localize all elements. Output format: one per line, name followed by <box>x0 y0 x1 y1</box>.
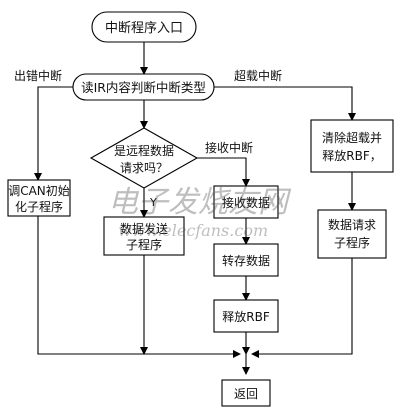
node-store-data-label: 转存数据 <box>222 253 270 268</box>
node-return <box>221 379 271 407</box>
node-receive-data <box>213 185 279 219</box>
node-receive-data-label: 接收数据 <box>222 195 270 210</box>
edge-read-to-clear-overload <box>214 86 356 121</box>
node-start-label: 中断程序入口 <box>105 21 183 36</box>
edge-decision-to-receive <box>197 157 250 187</box>
node-is-remote-line1: 是远程数据 <box>114 143 174 158</box>
node-read-ir <box>72 73 215 101</box>
node-release-rbf <box>213 299 279 333</box>
node-release-rbf-label: 释放RBF <box>222 309 270 324</box>
node-data-send-line1: 数据发送 <box>120 221 168 236</box>
edge-read-to-init-can <box>34 86 73 181</box>
watermark-title: 电子发烧友网 <box>108 185 292 220</box>
node-return-label: 返回 <box>234 387 258 401</box>
node-is-remote-decision <box>89 127 199 189</box>
node-init-can-line1: 调CAN初始 <box>8 184 70 198</box>
node-init-can-line2: 化子程序 <box>15 199 63 214</box>
node-data-send-line2: 子程序 <box>126 237 162 252</box>
node-start <box>91 11 197 43</box>
node-is-remote-line2: 请求吗？ <box>120 161 168 175</box>
node-read-ir-label: 读IR内容判断中断类型 <box>81 80 206 95</box>
node-data-send <box>103 216 185 256</box>
edge-request-to-merge <box>256 258 353 355</box>
node-data-request <box>317 209 387 259</box>
node-init-can <box>7 179 71 217</box>
node-clear-overload-line1: 清除超载并 <box>322 130 382 145</box>
edge-init-can-to-merge <box>37 216 236 355</box>
node-clear-overload <box>310 119 394 173</box>
label-receive-interrupt: 接收中断 <box>205 140 253 155</box>
node-data-request-line1: 数据请求 <box>328 217 376 232</box>
watermark-url: www.elecfans.com <box>118 221 268 240</box>
node-store-data <box>213 243 279 277</box>
node-clear-overload-line2: 释放RBF， <box>322 148 381 163</box>
node-data-request-line2: 子程序 <box>334 235 370 250</box>
label-yes: Y <box>149 196 157 209</box>
label-error-interrupt: 出错中断 <box>14 68 62 83</box>
label-overload-interrupt: 超载中断 <box>234 68 282 83</box>
